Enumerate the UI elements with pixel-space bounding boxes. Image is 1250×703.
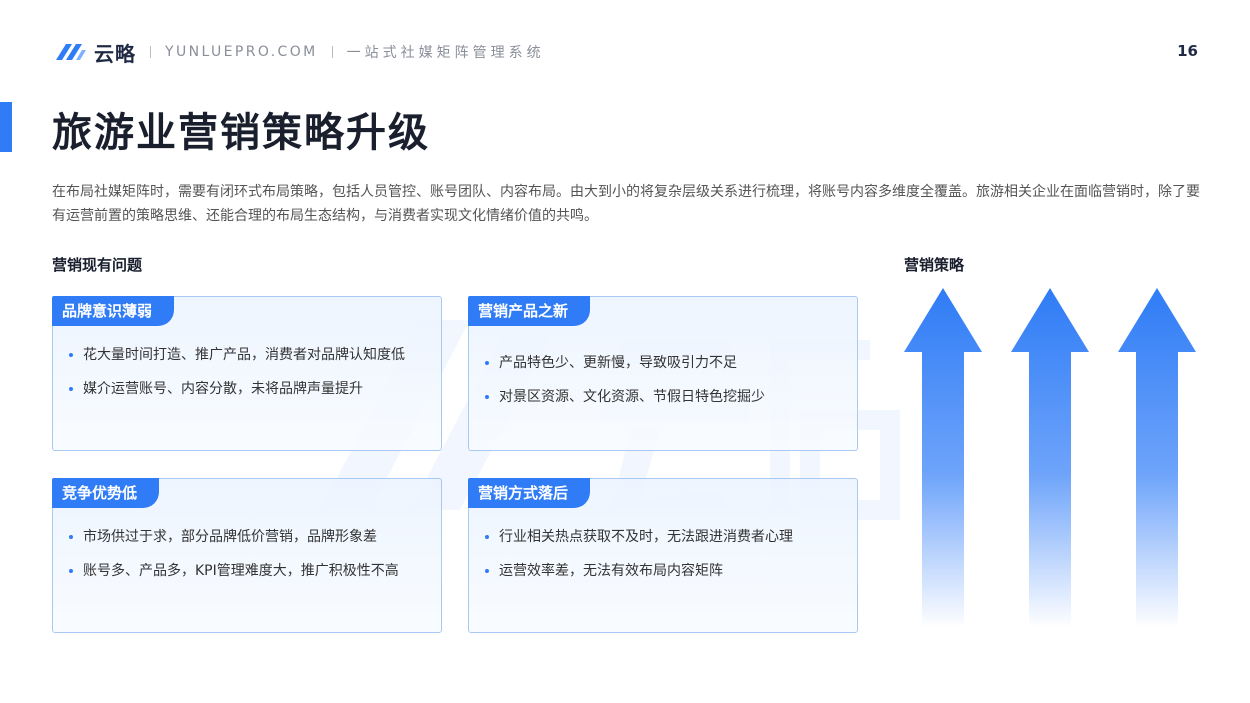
strategy-arrow: 运营前置策略思维 xyxy=(904,288,982,628)
list-item: 账号多、产品多，KPI管理难度大，推广积极性不高 xyxy=(69,557,427,585)
card-tag: 营销方式落后 xyxy=(468,478,591,508)
arrow-label: 运营前置策略思维 xyxy=(963,352,982,480)
list-item: 产品特色少、更新慢，导致吸引力不足 xyxy=(485,349,843,377)
problems-heading: 营销现有问题 xyxy=(52,256,143,274)
card-tag: 品牌意识薄弱 xyxy=(52,296,175,326)
intro-paragraph: 在布局社媒矩阵时，需要有闭环式布局策略，包括人员管控、账号团队、内容布局。由大到… xyxy=(52,184,1200,224)
arrow-up-icon xyxy=(1118,288,1196,628)
divider xyxy=(150,46,151,58)
logo-icon xyxy=(56,44,86,60)
slogan: 一站式社媒矩阵管理系统 xyxy=(346,45,545,61)
header: 云略 YUNLUEPRO.COM 一站式社媒矩阵管理系统 xyxy=(52,38,545,66)
problem-card: 营销方式落后 行业相关热点获取不及时，无法跟进消费者心理 运营效率差，无法有效布… xyxy=(468,478,858,633)
strategy-arrow: 合理布局生态结构 xyxy=(1011,288,1089,628)
card-list: 行业相关热点获取不及时，无法跟进消费者心理 运营效率差，无法有效布局内容矩阵 xyxy=(485,523,843,591)
strategy-arrow: 文化和情绪价值共鸣 xyxy=(1118,288,1196,628)
arrow-up-icon xyxy=(904,288,982,628)
list-item: 运营效率差，无法有效布局内容矩阵 xyxy=(485,557,843,585)
arrow-label: 合理布局生态结构 xyxy=(1070,352,1089,480)
card-list: 市场供过于求，部分品牌低价营销，品牌形象差 账号多、产品多，KPI管理难度大，推… xyxy=(69,523,427,591)
card-tag: 竞争优势低 xyxy=(52,478,160,508)
card-list: 花大量时间打造、推广产品，消费者对品牌认知度低 媒介运营账号、内容分散，未将品牌… xyxy=(69,341,427,409)
strategies-heading: 营销策略 xyxy=(904,256,965,274)
title-accent-bar xyxy=(0,102,12,152)
card-list: 产品特色少、更新慢，导致吸引力不足 对景区资源、文化资源、节假日特色挖掘少 xyxy=(485,349,843,417)
problem-card: 品牌意识薄弱 花大量时间打造、推广产品，消费者对品牌认知度低 媒介运营账号、内容… xyxy=(52,296,442,451)
card-tag: 营销产品之新 xyxy=(468,296,591,326)
brand-name: 云略 xyxy=(94,41,136,66)
site-url: YUNLUEPRO.COM xyxy=(165,44,318,60)
list-item: 行业相关热点获取不及时，无法跟进消费者心理 xyxy=(485,523,843,551)
list-item: 媒介运营账号、内容分散，未将品牌声量提升 xyxy=(69,375,427,403)
problem-card: 竞争优势低 市场供过于求，部分品牌低价营销，品牌形象差 账号多、产品多，KPI管… xyxy=(52,478,442,633)
list-item: 对景区资源、文化资源、节假日特色挖掘少 xyxy=(485,383,843,411)
arrow-label: 文化和情绪价值共鸣 xyxy=(1177,352,1196,496)
list-item: 花大量时间打造、推广产品，消费者对品牌认知度低 xyxy=(69,341,427,369)
page-title: 旅游业营销策略升级 xyxy=(52,110,430,156)
list-item: 市场供过于求，部分品牌低价营销，品牌形象差 xyxy=(69,523,427,551)
page-number: 16 xyxy=(1177,42,1198,60)
problem-card: 营销产品之新 产品特色少、更新慢，导致吸引力不足 对景区资源、文化资源、节假日特… xyxy=(468,296,858,451)
arrow-up-icon xyxy=(1011,288,1089,628)
divider xyxy=(331,46,333,58)
